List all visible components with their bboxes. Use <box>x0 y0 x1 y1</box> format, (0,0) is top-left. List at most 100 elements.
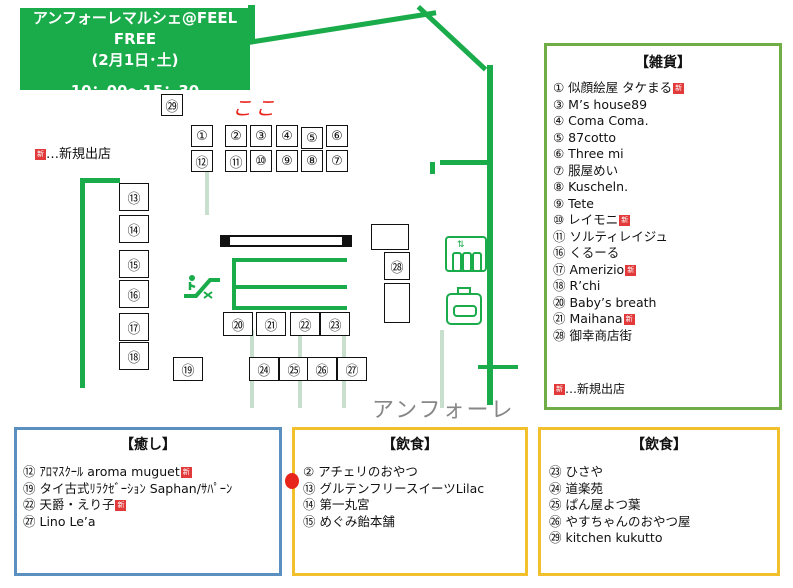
floor-line <box>205 170 209 215</box>
zakka-legend-text: …新規出店 <box>565 382 626 396</box>
new-badge-icon: 新 <box>623 314 635 325</box>
booth-10[interactable]: ⑩ <box>250 150 272 172</box>
booth-28-bottom <box>384 283 410 323</box>
inshoku-1-title: 【飲食】 <box>382 437 438 453</box>
booth-18[interactable]: ⑱ <box>119 342 149 370</box>
booth-14[interactable]: ⑭ <box>119 215 149 243</box>
list-item: ⑩ レイモニ新 <box>553 212 779 229</box>
list-item-text: ㉒ 天爵・えり子 <box>23 497 115 512</box>
list-item: ⑧ Kuscheln. <box>553 179 779 196</box>
booth-16[interactable]: ⑯ <box>119 280 149 308</box>
elevator-icon: ⇅ <box>445 236 487 272</box>
booth-20[interactable]: ⑳ <box>223 312 253 336</box>
booth-1[interactable]: ① <box>191 125 213 147</box>
new-badge-icon: 新 <box>35 149 46 160</box>
wall <box>80 178 85 388</box>
booth-23[interactable]: ㉓ <box>320 312 350 336</box>
counter-line <box>235 258 347 262</box>
list-item-text: ① 似顔絵屋 タケまる <box>553 80 673 95</box>
list-item: ㉒ 天爵・えり子新 <box>23 497 279 514</box>
list-item: ㉔ 道楽苑 <box>549 481 777 498</box>
booth-13[interactable]: ⑬ <box>119 183 149 211</box>
booth-6[interactable]: ⑥ <box>326 125 348 147</box>
list-item: ⑮ めぐみ飴本舗 <box>303 514 525 531</box>
booth-12[interactable]: ⑫ <box>191 150 213 172</box>
booth-22[interactable]: ㉒ <box>290 312 320 336</box>
wall <box>416 5 488 72</box>
booth-11[interactable]: ⑪ <box>225 150 247 172</box>
list-item-text: ⑦ 服屋めい <box>553 162 619 178</box>
stage-bar <box>220 235 352 247</box>
booth-27[interactable]: ㉗ <box>337 357 367 381</box>
list-item-text: ⑪ ソルティレイジュ <box>553 228 668 244</box>
list-item-text: ⑯ くるーる <box>553 245 620 260</box>
list-item: ③ M’s house89 <box>553 97 779 114</box>
red-marker-dot <box>285 473 299 489</box>
list-item-text: ⑩ レイモニ <box>553 212 619 227</box>
booth-2[interactable]: ② <box>225 125 247 147</box>
list-item-text: ⑰ Amerizio <box>553 261 625 277</box>
list-item-text: ⑱ R’chi <box>553 278 601 293</box>
list-item: ㉘ 御幸商店街 <box>553 328 779 345</box>
list-item: ② アチェリのおやつ <box>303 464 525 481</box>
list-item-text: ㉑ Maihana <box>553 311 623 326</box>
booth-21[interactable]: ㉑ <box>256 312 286 336</box>
booth-4[interactable]: ④ <box>276 125 298 147</box>
wall <box>248 5 255 43</box>
list-item: ㉕ ぱん屋よつ葉 <box>549 497 777 514</box>
booth-3[interactable]: ③ <box>250 125 272 147</box>
counter-line <box>232 258 236 310</box>
event-title: アンフォーレマルシェ@FEEL FREE <box>32 9 238 48</box>
wall <box>478 365 518 369</box>
booth-25[interactable]: ㉕ <box>279 357 309 381</box>
list-item: ⑭ 第一丸宮 <box>303 497 525 514</box>
list-item: ㉗ Lino Le’a <box>23 514 279 531</box>
booth-19[interactable]: ⑲ <box>173 357 203 381</box>
here-marker-label: ここ <box>232 96 278 120</box>
list-item-text: ⑮ めぐみ飴本舗 <box>303 513 395 529</box>
list-item-text: ⑧ Kuscheln. <box>553 179 629 194</box>
list-item-text: ⑭ 第一丸宮 <box>303 497 370 512</box>
booth-26[interactable]: ㉖ <box>307 357 337 381</box>
booth-9[interactable]: ⑨ <box>276 150 298 172</box>
new-shop-legend-text: …新規出店 <box>46 147 112 162</box>
list-item-text: ㉙ kitchen kukutto <box>549 530 663 545</box>
wall <box>80 178 120 183</box>
list-item-text: ② アチェリのおやつ <box>303 464 418 479</box>
booth-28[interactable]: ㉘ <box>384 252 410 280</box>
list-item: ⑥ Three mi <box>553 146 779 163</box>
list-item-text: ⑤ 87cotto <box>553 129 617 145</box>
list-item-text: ㉖ やすちゃんのおやつ屋 <box>549 513 691 529</box>
list-item: ④ Coma Coma. <box>553 113 779 130</box>
list-item-text: ③ M’s house89 <box>553 96 648 112</box>
list-item: ㉙ kitchen kukutto <box>549 530 777 547</box>
zakka-title: 【雑貨】 <box>635 55 691 71</box>
new-badge-icon: 新 <box>619 215 631 226</box>
list-item: ⑱ R’chi <box>553 278 779 295</box>
iyashi-title: 【癒し】 <box>120 437 176 453</box>
booth-29[interactable]: ㉙ <box>161 94 183 116</box>
floor-line <box>440 330 444 408</box>
booth-28-top <box>371 224 409 250</box>
building-name: アンフォーレ <box>372 398 515 423</box>
booth-7[interactable]: ⑦ <box>326 150 348 172</box>
booth-8[interactable]: ⑧ <box>301 150 323 172</box>
list-item-text: ⑫ ｱﾛﾏｽｸｰﾙ aroma muguet <box>23 464 180 479</box>
list-item-text: ㉔ 道楽苑 <box>549 480 603 496</box>
new-shop-legend: 新…新規出店 <box>34 143 111 162</box>
booth-5[interactable]: ⑤ <box>301 127 323 149</box>
list-item: ⑤ 87cotto <box>553 130 779 147</box>
new-badge-icon: 新 <box>673 83 685 94</box>
counter-line <box>235 285 347 289</box>
list-item-text: ⑨ Tete <box>553 195 594 211</box>
booth-17[interactable]: ⑰ <box>119 313 149 341</box>
inshoku-2-title: 【飲食】 <box>631 437 687 453</box>
booth-24[interactable]: ㉔ <box>249 357 279 381</box>
list-item: ⑬ グルテンフリースイーツLilac <box>303 481 525 498</box>
booth-15[interactable]: ⑮ <box>119 250 149 278</box>
